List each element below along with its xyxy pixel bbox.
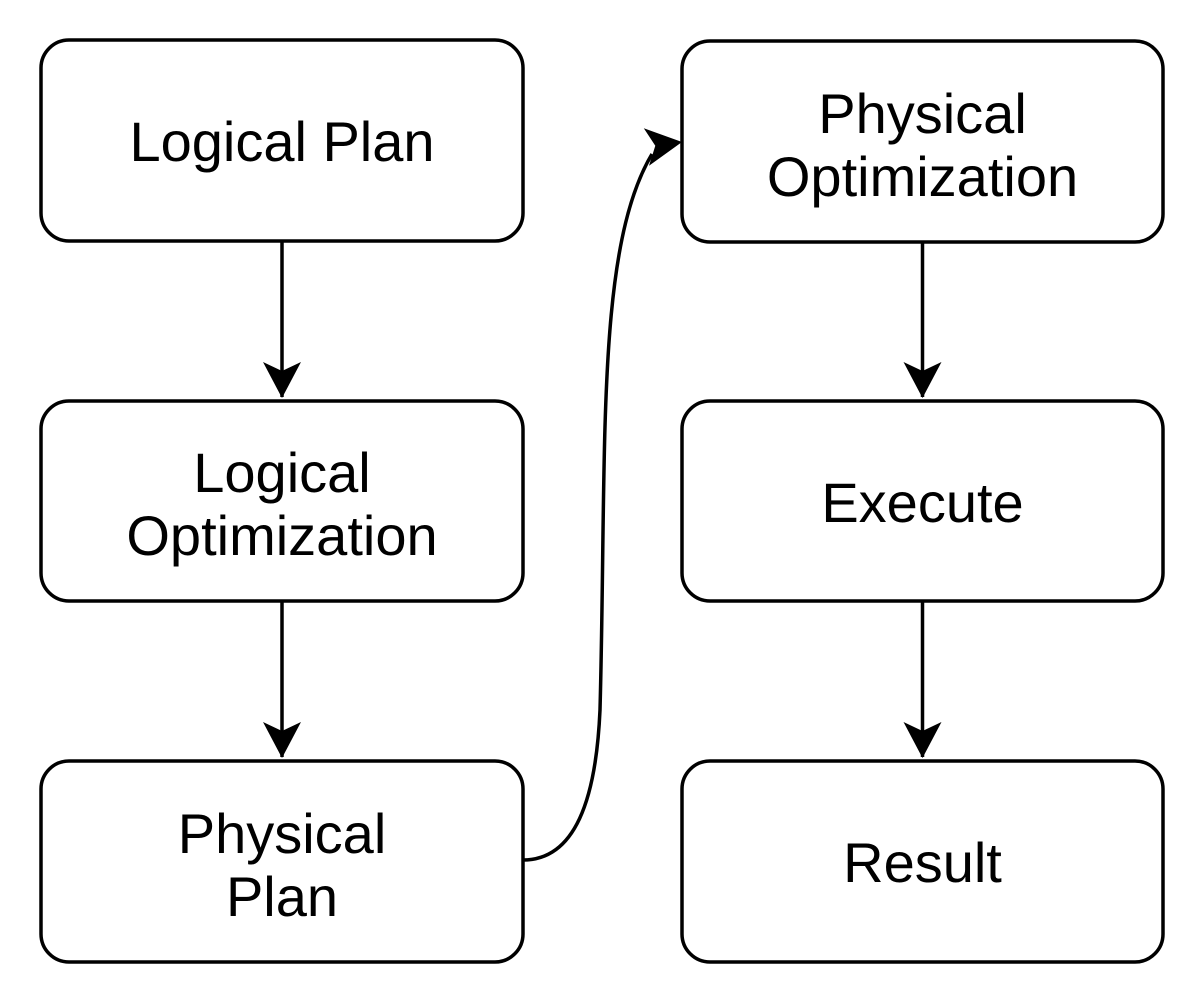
node-logical-plan: Logical Plan	[39, 38, 525, 243]
node-result: Result	[680, 759, 1165, 964]
node-box-result	[680, 759, 1165, 964]
node-box-logical-plan	[39, 38, 525, 243]
node-physical-optimization: Physical Optimization	[680, 39, 1165, 244]
node-logical-optimization: Logical Optimization	[39, 399, 525, 603]
node-label-logical-optimization-line2: Optimization	[126, 504, 437, 567]
arrowhead-physical-plan-to-physical-optimization	[643, 128, 682, 166]
node-label-logical-plan: Logical Plan	[129, 110, 434, 173]
edges	[263, 128, 942, 862]
node-box-logical-optimization	[39, 399, 525, 603]
node-label-logical-optimization-line1: Logical	[193, 441, 370, 504]
node-label-physical-optimization-line1: Physical	[818, 82, 1027, 145]
node-box-physical-plan	[39, 759, 525, 964]
node-label-result: Result	[843, 831, 1002, 894]
node-label-execute: Execute	[821, 471, 1023, 534]
node-physical-plan: Physical Plan	[39, 759, 525, 964]
node-execute: Execute	[680, 399, 1165, 603]
node-box-physical-optimization	[680, 39, 1165, 244]
node-label-physical-plan-line1: Physical	[178, 802, 387, 865]
node-box-execute	[680, 399, 1165, 603]
node-label-physical-plan-line2: Plan	[226, 865, 338, 928]
node-label-physical-optimization-line2: Optimization	[767, 145, 1078, 208]
arrow-physical-plan-to-physical-optimization	[522, 153, 654, 862]
